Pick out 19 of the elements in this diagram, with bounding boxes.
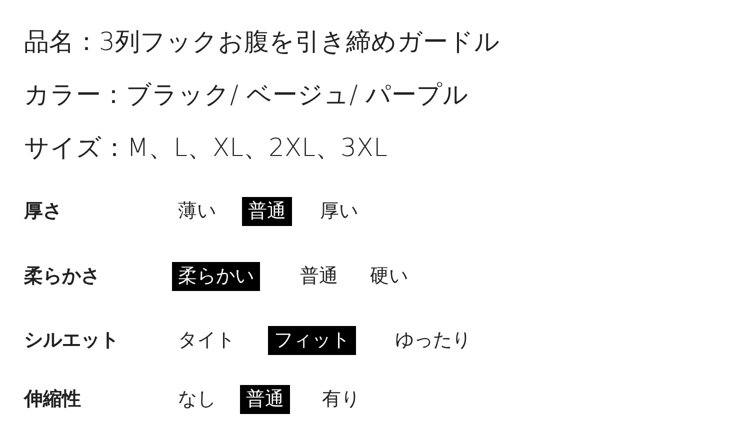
product-name-text: 品名：3列フックお腹を引き締めガードル xyxy=(24,27,500,57)
option-text: 薄い xyxy=(178,200,216,223)
option-text: 普通 xyxy=(300,265,338,288)
row-heading: 柔らかさ xyxy=(24,265,100,288)
size-text: サイズ：M、L、XL、2XL、3XL xyxy=(24,133,388,163)
selected-option-tag: 普通 xyxy=(240,385,290,414)
selected-option-tag: 普通 xyxy=(242,197,292,226)
option-text: ゆったり xyxy=(395,329,471,352)
selected-option-tag: フィット xyxy=(268,326,356,355)
option-text: タイト xyxy=(178,329,235,352)
option-text: なし xyxy=(178,388,216,411)
color-text: カラー：ブラック/ ベージュ/ パープル xyxy=(24,80,469,110)
row-heading: 厚さ xyxy=(24,200,62,223)
option-text: 有り xyxy=(322,388,360,411)
row-heading: 伸縮性 xyxy=(24,388,81,411)
option-text: 厚い xyxy=(320,200,358,223)
option-text: 硬い xyxy=(370,265,408,288)
selected-option-tag: 柔らかい xyxy=(172,262,260,291)
row-heading: シルエット xyxy=(24,329,119,352)
